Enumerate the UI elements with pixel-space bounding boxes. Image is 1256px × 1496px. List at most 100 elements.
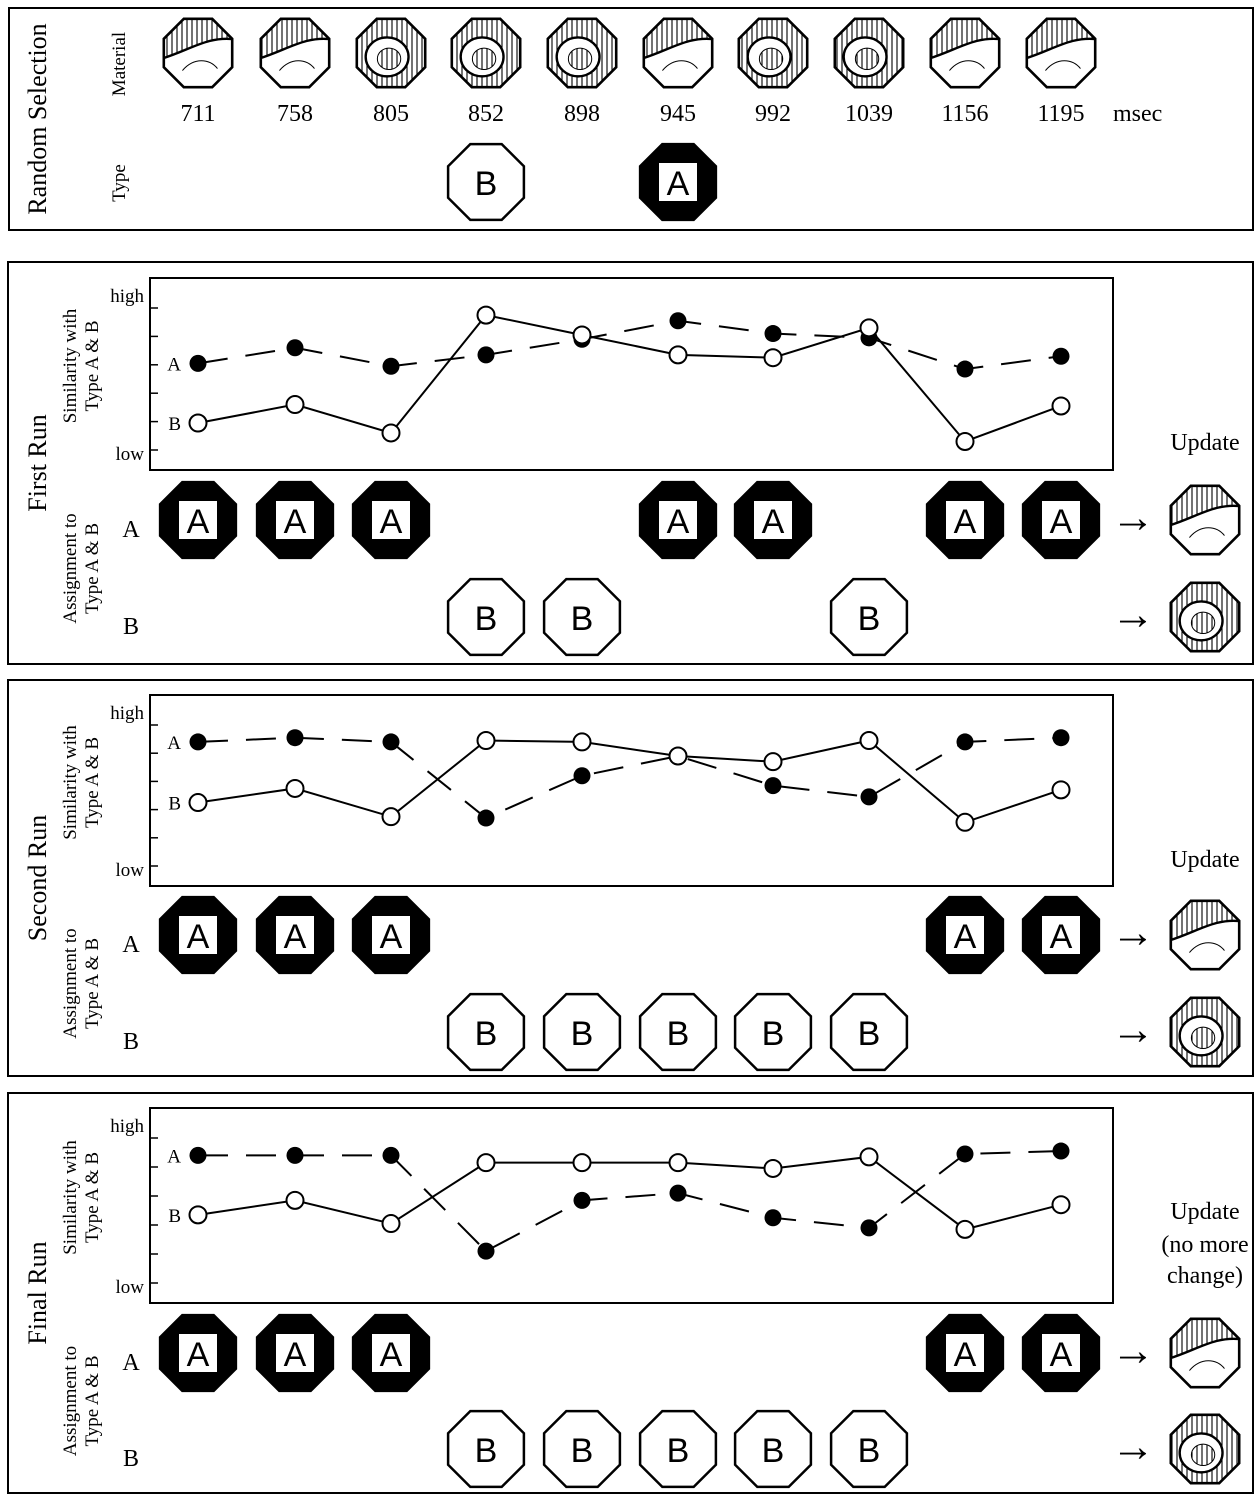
- badge-letter: A: [667, 165, 690, 203]
- material-glyph: [1168, 580, 1242, 654]
- type-a-badge: A: [927, 482, 1003, 558]
- material-fill: [1024, 16, 1098, 71]
- row-a-label: A: [122, 517, 140, 543]
- badge-letter: A: [187, 918, 210, 956]
- time-label: 758: [277, 101, 313, 127]
- assignment-label-2: Type A & B: [82, 1355, 103, 1446]
- inner-contour: [1191, 1444, 1214, 1465]
- inner-contour: [377, 48, 400, 69]
- series-a-point: [670, 1185, 687, 1202]
- badge-letter: B: [858, 600, 881, 638]
- similarity-label-1: Similarity with: [60, 1140, 81, 1255]
- inner-contour: [568, 48, 591, 69]
- series-a-label: A: [167, 733, 181, 754]
- series-b-point: [1053, 397, 1070, 414]
- series-a-point: [861, 788, 878, 805]
- contour-line: [182, 61, 217, 71]
- material-glyph: [258, 16, 332, 87]
- material-glyph: [545, 16, 619, 90]
- series-b-label: B: [168, 794, 181, 815]
- hatched-region: [1024, 16, 1098, 59]
- series-b-label: B: [168, 1206, 181, 1227]
- series-a-point: [861, 1219, 878, 1236]
- series-b-point: [670, 1154, 687, 1171]
- panel-border: [8, 262, 1253, 664]
- series-a-point: [765, 777, 782, 794]
- series-a-point: [478, 810, 495, 827]
- material-fill: [641, 16, 715, 71]
- series-b-label: B: [168, 414, 181, 435]
- similarity-label-1: Similarity with: [60, 308, 81, 423]
- material-fill: [449, 16, 523, 90]
- run-title: First Run: [23, 414, 52, 512]
- type-a-badge: A: [1023, 482, 1099, 558]
- inner-contour: [855, 48, 878, 69]
- hatched-region: [1168, 483, 1242, 526]
- series-a-point: [287, 339, 304, 356]
- series-b-point: [1053, 781, 1070, 798]
- arrow-icon: →: [1111, 1005, 1155, 1054]
- series-b-point: [861, 319, 878, 336]
- arrow-icon: →: [1111, 1422, 1155, 1471]
- series-b-point: [383, 424, 400, 441]
- series-b-point: [478, 1154, 495, 1171]
- material-glyph: [1168, 1316, 1242, 1387]
- series-b-point: [383, 808, 400, 825]
- series-b-point: [1053, 1196, 1070, 1213]
- badge-letter: A: [380, 1336, 403, 1374]
- material-glyph: [1024, 16, 1098, 87]
- type-a-badge: A: [160, 897, 236, 973]
- hatched-region: [258, 16, 332, 59]
- badge-letter: A: [1050, 1336, 1073, 1374]
- contour-line: [1189, 1361, 1224, 1371]
- type-a-badge: A: [353, 1315, 429, 1391]
- inner-contour: [472, 48, 495, 69]
- type-b-badge: B: [831, 579, 907, 655]
- time-label: 898: [564, 101, 600, 127]
- badge-letter: A: [380, 918, 403, 956]
- material-glyph: [736, 16, 810, 90]
- series-a-point: [190, 1147, 207, 1164]
- type-a-badge: A: [640, 482, 716, 558]
- type-a-badge: A: [257, 1315, 333, 1391]
- series-b-point: [861, 732, 878, 749]
- type-a-badge: A: [927, 1315, 1003, 1391]
- material-fill: [1168, 483, 1242, 538]
- badge-letter: A: [187, 1336, 210, 1374]
- hatched-region: [161, 16, 235, 59]
- row-a-label: A: [122, 1350, 140, 1376]
- badge-letter: B: [475, 1015, 498, 1053]
- series-b-point: [574, 326, 591, 343]
- material-fill: [736, 16, 810, 90]
- type-a-badge: A: [735, 482, 811, 558]
- type-a-badge: A: [257, 897, 333, 973]
- update-label: (no more: [1161, 1232, 1248, 1258]
- time-label: 945: [660, 101, 696, 127]
- material-fill: [354, 16, 428, 90]
- type-b-badge: B: [544, 994, 620, 1070]
- badge-letter: B: [762, 1015, 785, 1053]
- badge-letter: B: [858, 1015, 881, 1053]
- series-a-point: [478, 1243, 495, 1260]
- material-glyph: [1168, 483, 1242, 554]
- badge-letter: A: [762, 503, 785, 541]
- series-a-point: [287, 1147, 304, 1164]
- assignment-label-2: Type A & B: [82, 523, 103, 614]
- material-glyph: [1168, 995, 1242, 1069]
- type-b-badge: B: [544, 579, 620, 655]
- badge-letter: A: [954, 503, 977, 541]
- axis-high-label: high: [110, 1116, 144, 1137]
- assignment-label-2: Type A & B: [82, 938, 103, 1029]
- material-fill: [1168, 898, 1242, 953]
- type-b-badge: B: [735, 994, 811, 1070]
- type-a-badge: A: [640, 144, 716, 220]
- badge-letter: B: [571, 600, 594, 638]
- badge-letter: B: [667, 1015, 690, 1053]
- series-a-point: [574, 1192, 591, 1209]
- series-b-point: [383, 1215, 400, 1232]
- material-fill: [258, 16, 332, 71]
- series-a-point: [957, 361, 974, 378]
- series-a-point: [765, 1209, 782, 1226]
